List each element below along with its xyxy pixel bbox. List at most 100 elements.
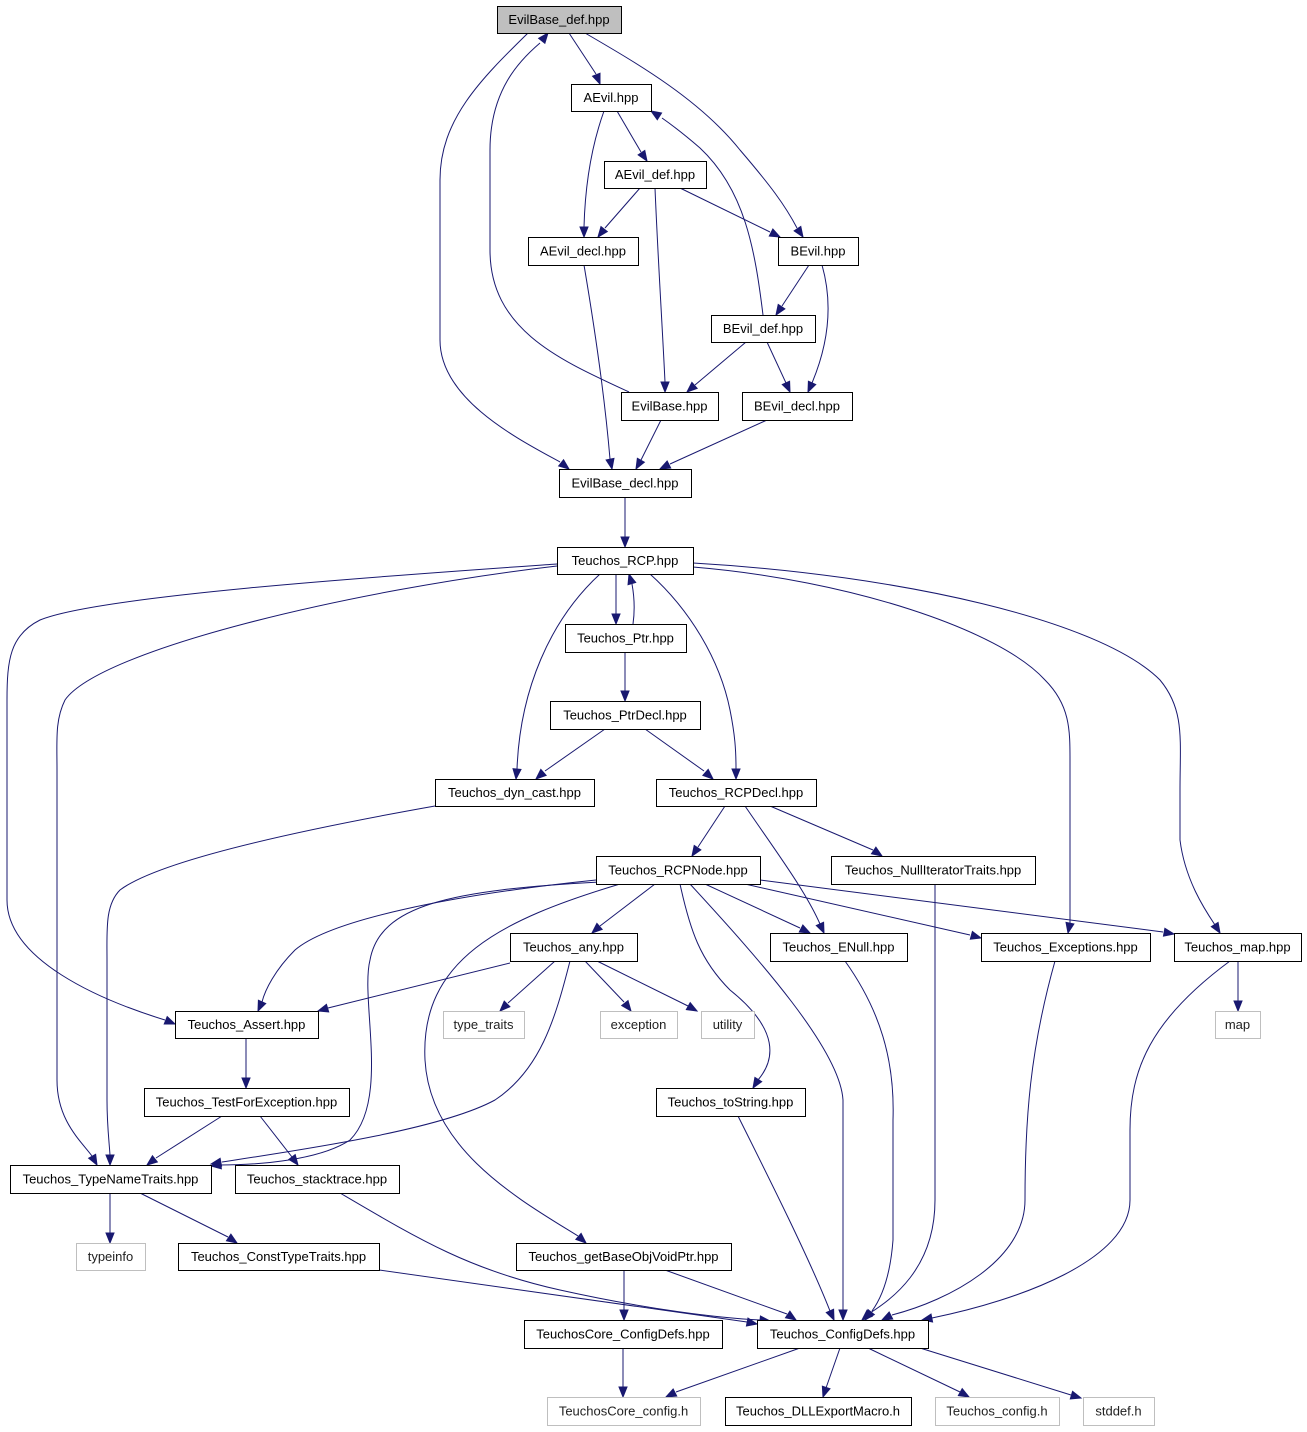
node-teuchos-typenametraits-hpp[interactable]: Teuchos_TypeNameTraits.hpp [10,1165,212,1194]
arrowhead-icon [798,924,812,934]
edge-teuchos-any-hpp-to-teuchos-typenametraits-hpp [209,960,571,1167]
node-label: Teuchos_TypeNameTraits.hpp [23,1172,199,1187]
node-box [435,779,595,807]
node-box [235,1165,400,1194]
node-label: Teuchos_ConfigDefs.hpp [770,1327,915,1342]
node-bevil-def-hpp[interactable]: BEvil_def.hpp [711,315,816,343]
node-label: Teuchos_ENull.hpp [782,940,894,955]
node-teuchos-dllexportmacro-h[interactable]: Teuchos_DLLExportMacro.h [725,1397,912,1426]
node-bevil-hpp[interactable]: BEvil.hpp [778,237,859,266]
edge-teuchos-configdefs-hpp-to-teuchos-config-h [867,1347,971,1398]
node-teuchos-dyn-cast-hpp[interactable]: Teuchos_dyn_cast.hpp [435,779,595,807]
node-teuchos-rcpnode-hpp[interactable]: Teuchos_RCPNode.hpp [596,856,761,885]
node-teuchos-enull-hpp[interactable]: Teuchos_ENull.hpp [770,933,908,962]
node-teuchos-exceptions-hpp[interactable]: Teuchos_Exceptions.hpp [981,933,1151,962]
edge-line [489,42,630,393]
node-evilbase-hpp[interactable]: EvilBase.hpp [621,392,719,421]
node-evilbase-def-hpp[interactable]: EvilBase_def.hpp [497,6,622,34]
node-teuchos-ptrdecl-hpp[interactable]: Teuchos_PtrDecl.hpp [550,701,701,730]
node-box [178,1243,380,1271]
edge-line [139,1192,229,1238]
edge-aevil-def-hpp-to-evilbase-hpp [654,187,670,394]
arrowhead-icon [611,613,621,626]
edge-teuchos-rcpnode-hpp-to-teuchos-any-hpp [590,883,656,934]
node-teuchos-tostring-hpp[interactable]: Teuchos_toString.hpp [656,1088,806,1117]
edge-line [869,884,936,1314]
node-teuchos-getbaseobjvoidptr-hpp[interactable]: Teuchos_getBaseObjVoidPtr.hpp [516,1243,732,1271]
node-box [76,1243,146,1271]
arrowhead-icon [752,1076,763,1090]
arrowhead-icon [649,110,663,121]
edge-line [697,805,726,848]
node-label: Teuchos_any.hpp [523,940,624,955]
node-label: Teuchos_map.hpp [1184,940,1290,955]
arrowhead-icon [825,1308,835,1322]
node-bevil-decl-hpp[interactable]: BEvil_decl.hpp [742,392,853,421]
edge-line [604,187,641,229]
edge-teuchos-any-hpp-to-teuchos-assert-hpp [316,962,511,1013]
edge-bevil-def-hpp-to-evilbase-hpp [685,341,747,393]
node-evilbase-decl-hpp[interactable]: EvilBase_decl.hpp [559,469,692,498]
arrowhead-icon [534,768,547,780]
edge-line [327,962,511,1009]
node-teuchos-testforexception-hpp[interactable]: Teuchos_TestForException.hpp [144,1088,350,1117]
edge-line [439,32,561,463]
node-label: Teuchos_DLLExportMacro.h [736,1404,900,1419]
edges-layer [6,31,1243,1400]
node-label: EvilBase_def.hpp [508,12,609,27]
node-box [175,1011,319,1039]
edge-line [759,879,1164,933]
node-teuchoscore-configdefs-hpp[interactable]: TeuchosCore_ConfigDefs.hpp [524,1320,723,1349]
node-label: Teuchos_toString.hpp [668,1095,794,1110]
node-label: map [1225,1017,1250,1032]
node-label: Teuchos_RCPDecl.hpp [669,785,803,800]
edge-aevil-def-hpp-to-bevil-hpp [679,187,782,238]
node-teuchos-consttypetraits-hpp[interactable]: Teuchos_ConstTypeTraits.hpp [178,1243,380,1271]
node-teuchos-stacktrace-hpp[interactable]: Teuchos_stacktrace.hpp [235,1165,400,1194]
edge-teuchos-getbaseobjvoidptr-hpp-to-teuchoscore-configdefs-hpp [619,1270,629,1322]
node-box [516,1243,732,1271]
node-teuchos-config-h: Teuchos_config.h [935,1397,1060,1426]
arrowhead-icon [864,1308,876,1322]
node-teuchos-configdefs-hpp[interactable]: Teuchos_ConfigDefs.hpp [757,1320,929,1349]
node-teuchos-map-hpp[interactable]: Teuchos_map.hpp [1174,933,1302,962]
arrowhead-icon [1233,1000,1243,1013]
edge-teuchos-rcp-hpp-to-teuchos-exceptions-hpp [692,566,1075,935]
edge-line [261,879,597,1003]
edge-line [737,1115,831,1312]
node-box [621,392,719,421]
edge-teuchos-rcp-hpp-to-teuchos-rcpdecl-hpp [649,573,741,781]
node-teuchos-assert-hpp[interactable]: Teuchos_Assert.hpp [175,1011,319,1039]
arrowhead-icon [619,1309,629,1322]
node-label: Teuchos_stacktrace.hpp [247,1172,387,1187]
node-box [770,933,908,962]
node-teuchos-ptr-hpp[interactable]: Teuchos_Ptr.hpp [565,624,687,653]
arrowhead-icon [105,1232,115,1245]
node-teuchos-any-hpp[interactable]: Teuchos_any.hpp [510,933,638,962]
edge-teuchos-testforexception-hpp-to-teuchos-stacktrace-hpp [259,1115,299,1167]
edge-line [891,960,1056,1316]
edge-teuchos-rcpnode-hpp-to-teuchos-map-hpp [759,879,1176,937]
edge-line [769,805,874,851]
node-teuchos-rcp-hpp[interactable]: Teuchos_RCP.hpp [557,547,694,575]
node-typeinfo: typeinfo [76,1243,146,1271]
node-teuchos-rcpdecl-hpp[interactable]: Teuchos_RCPDecl.hpp [656,779,817,807]
node-label: Teuchos_TestForException.hpp [156,1095,337,1110]
node-box [600,1011,678,1039]
edge-line [644,728,705,772]
edge-line [661,117,764,316]
edge-teuchos-rcp-hpp-to-teuchos-map-hpp [692,562,1221,935]
node-label: BEvil_def.hpp [723,321,803,336]
node-aevil-decl-hpp[interactable]: AEvil_decl.hpp [528,237,639,266]
edge-teuchos-rcp-hpp-to-teuchos-assert-hpp [6,563,558,1025]
node-aevil-def-hpp[interactable]: AEvil_def.hpp [604,161,707,189]
edge-teuchos-any-hpp-to-type-traits [499,960,556,1012]
edge-bevil-def-hpp-to-aevil-hpp [649,110,764,316]
node-teuchos-nulliteratortraits-hpp[interactable]: Teuchos_NullIteratorTraits.hpp [831,856,1036,885]
edge-teuchos-configdefs-hpp-to-stddef-h [919,1347,1083,1400]
node-box [497,6,622,34]
node-aevil-hpp[interactable]: AEvil.hpp [571,84,652,112]
edge-evilbase-hpp-to-evilbase-decl-hpp [635,419,662,471]
edge-line [919,1347,1072,1396]
edge-aevil-hpp-to-aevil-decl-hpp [579,110,605,239]
